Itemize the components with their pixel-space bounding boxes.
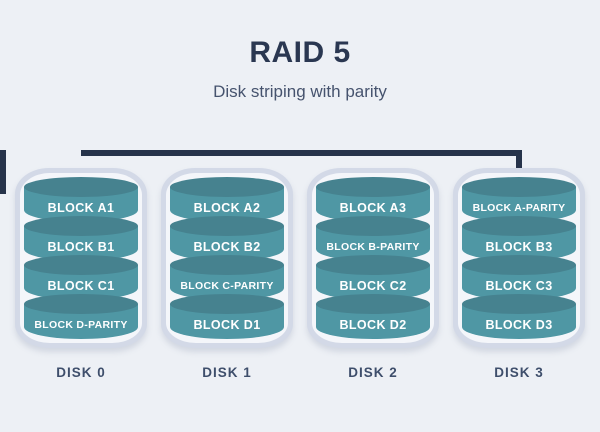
disk-casing-inner: BLOCK A1 BLOCK B1 BLOCK C1 BLOCK D-PARITY [20,173,142,343]
data-block: BLOCK C3 [462,255,576,300]
block-label: BLOCK D2 [339,317,407,332]
cylinder-top-ellipse [170,255,284,275]
disk-casing-inner: BLOCK A2 BLOCK B2 BLOCK C-PARITY BLOCK D1 [166,173,288,343]
disk-casing: BLOCK A-PARITY BLOCK B3 BLOCK C3 BLOCK D3 [453,168,585,348]
block-label: BLOCK C1 [47,278,115,293]
data-block: BLOCK B2 [170,216,284,261]
disk-3: BLOCK A-PARITY BLOCK B3 BLOCK C3 BLOCK D3 DI… [453,168,585,380]
data-block: BLOCK D1 [170,294,284,339]
parity-block: BLOCK C-PARITY [170,255,284,300]
disk-label: DISK 2 [348,365,398,380]
cylinder-top-ellipse [170,216,284,236]
cylinder-top-ellipse [462,216,576,236]
block-label: BLOCK B-PARITY [326,240,420,253]
bus-horizontal-line [81,150,519,156]
block-label: BLOCK C3 [485,278,553,293]
block-label: BLOCK B1 [47,239,115,254]
block-label: BLOCK C2 [339,278,407,293]
block-label: BLOCK A-PARITY [472,201,566,214]
cylinder-top-ellipse [170,177,284,197]
data-block: BLOCK A3 [316,177,430,222]
block-label: BLOCK D1 [193,317,261,332]
disk-casing-inner: BLOCK A-PARITY BLOCK B3 BLOCK C3 BLOCK D3 [458,173,580,343]
block-label: BLOCK C-PARITY [180,279,274,292]
data-block: BLOCK D2 [316,294,430,339]
disk-label: DISK 3 [494,365,544,380]
block-label: BLOCK A1 [47,200,115,215]
parity-block: BLOCK D-PARITY [24,294,138,339]
cylinder-top-ellipse [24,294,138,314]
cylinder-top-ellipse [462,177,576,197]
disk-casing: BLOCK A1 BLOCK B1 BLOCK C1 BLOCK D-PARITY [15,168,147,348]
data-block: BLOCK C1 [24,255,138,300]
page-subtitle: Disk striping with parity [213,82,387,101]
block-label: BLOCK A2 [193,200,261,215]
cylinder-top-ellipse [316,255,430,275]
data-block: BLOCK A2 [170,177,284,222]
block-label: BLOCK D-PARITY [34,318,128,331]
disk-label: DISK 0 [56,365,106,380]
disk-0: BLOCK A1 BLOCK B1 BLOCK C1 BLOCK D-PARITY DI… [15,168,147,380]
bus-drop-line-disk3 [0,150,6,194]
block-label: BLOCK B2 [193,239,261,254]
disk-casing: BLOCK A2 BLOCK B2 BLOCK C-PARITY BLOCK D1 [161,168,293,348]
cylinder-top-ellipse [316,177,430,197]
block-label: BLOCK A3 [339,200,407,215]
data-block: BLOCK B3 [462,216,576,261]
cylinder-top-ellipse [462,294,576,314]
parity-block: BLOCK B-PARITY [316,216,430,261]
disk-casing-inner: BLOCK A3 BLOCK B-PARITY BLOCK C2 BLOCK D2 [312,173,434,343]
data-block: BLOCK C2 [316,255,430,300]
cylinder-top-ellipse [170,294,284,314]
disk-2: BLOCK A3 BLOCK B-PARITY BLOCK C2 BLOCK D2 DI… [307,168,439,380]
data-block: BLOCK B1 [24,216,138,261]
block-label: BLOCK B3 [485,239,553,254]
disk-casing: BLOCK A3 BLOCK B-PARITY BLOCK C2 BLOCK D2 [307,168,439,348]
page-title: RAID 5 [249,36,351,69]
cylinder-top-ellipse [316,294,430,314]
cylinder-top-ellipse [316,216,430,236]
disk-label: DISK 1 [202,365,252,380]
cylinder-top-ellipse [24,255,138,275]
disk-1: BLOCK A2 BLOCK B2 BLOCK C-PARITY BLOCK D1 DI… [161,168,293,380]
cylinder-top-ellipse [24,177,138,197]
cylinder-top-ellipse [24,216,138,236]
block-label: BLOCK D3 [485,317,553,332]
cylinder-top-ellipse [462,255,576,275]
data-block: BLOCK A1 [24,177,138,222]
parity-block: BLOCK A-PARITY [462,177,576,222]
disks-row: BLOCK A1 BLOCK B1 BLOCK C1 BLOCK D-PARITY DI… [15,168,585,380]
data-block: BLOCK D3 [462,294,576,339]
